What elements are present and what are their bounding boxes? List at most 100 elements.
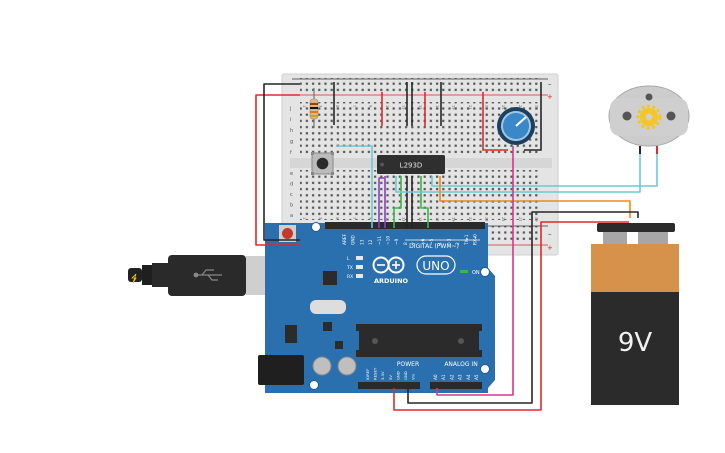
row-letter: d [290, 182, 293, 188]
digital-pin-label: GND [351, 234, 357, 245]
column-number: 19 [451, 105, 455, 109]
rail-plus-label: + [547, 93, 553, 101]
row-letter: e [290, 171, 293, 177]
resistor [309, 88, 319, 128]
potentiometer[interactable] [497, 107, 535, 145]
top-power-rail [300, 78, 540, 95]
power-pin-label: 3.3V [380, 371, 385, 380]
chip-label: L293D [400, 162, 423, 170]
power-pin-label: 5V [388, 375, 393, 380]
analog-label: ANALOG IN [444, 361, 477, 368]
column-number: 23 [485, 217, 489, 221]
rail-minus-label-bottom: – [548, 230, 552, 238]
column-number: 3 [319, 217, 323, 219]
column-number: 9 [368, 217, 372, 219]
column-number: 29 [534, 105, 538, 109]
row-letter: f [290, 150, 292, 156]
terminal-strip-bottom [300, 170, 540, 220]
digital-pin-label: 8 [403, 242, 409, 245]
column-numbers: 1133557799111113131515171719192121232325… [302, 105, 538, 221]
column-number: 23 [485, 105, 489, 109]
row-letter: j [289, 106, 291, 112]
digital-pin-label: ~6 [420, 238, 426, 245]
power-pin-label: GND [395, 371, 400, 380]
column-number: 7 [352, 105, 356, 107]
wire-purple-pin11 [378, 177, 384, 228]
wires [255, 83, 658, 411]
digital-label: DIGITAL (PWM~) [409, 243, 459, 250]
arduino-logo [372, 256, 405, 274]
status-led [356, 274, 363, 278]
power-header [358, 382, 420, 389]
usb-chip [323, 271, 337, 285]
row-letter: a [290, 213, 293, 219]
wire-magenta-pot [436, 146, 514, 396]
digital-pin-label: 13 [359, 239, 365, 245]
column-number: 17 [435, 217, 439, 221]
column-number: 25 [501, 217, 505, 221]
wire-cyan-pin12 [336, 145, 373, 228]
wire-red-bottom [393, 245, 542, 411]
digital-pin-label: ~10 [386, 236, 392, 245]
power-pin-label: IOREF [365, 369, 370, 380]
column-number: 1 [302, 217, 306, 219]
digital-pin-label: 2 [455, 242, 461, 245]
row-letter: c [290, 192, 293, 198]
column-number: 13 [402, 105, 406, 109]
column-number: 17 [435, 105, 439, 109]
usb-icon [193, 269, 222, 281]
wire-black-battery [531, 211, 639, 240]
digital-pin-label: ~11 [377, 236, 383, 245]
digital-pin-label: 12 [368, 239, 374, 245]
wire-black-bottom [407, 240, 533, 404]
column-number: 5 [335, 105, 339, 107]
wire-cyan-motor-a [395, 154, 641, 193]
column-number: 5 [335, 217, 339, 219]
status-led [356, 265, 363, 269]
analog-pin-label: A0 [433, 374, 438, 380]
column-number: 21 [468, 105, 472, 109]
wire-orange-vbat [439, 176, 631, 218]
column-number: 13 [402, 217, 406, 221]
digital-header [325, 222, 485, 229]
led-label: L [347, 256, 350, 262]
column-number: 27 [518, 217, 522, 221]
analog-pin-label: A4 [466, 374, 471, 380]
atmega-chip [356, 324, 482, 357]
column-number: 1 [302, 105, 306, 107]
dc-motor [608, 85, 690, 154]
power-jack [258, 355, 304, 385]
push-button[interactable] [311, 152, 334, 175]
row-letter: g [290, 139, 293, 145]
column-number: 25 [501, 105, 505, 109]
digital-pin-label: RX◂0 [473, 234, 479, 245]
column-number: 11 [385, 217, 389, 221]
digital-pin-label: 4 [438, 242, 444, 245]
wire-red-5v [255, 94, 300, 246]
reset-button[interactable] [279, 225, 296, 242]
gear-icon [636, 104, 662, 130]
column-number: 11 [385, 105, 389, 109]
digital-pin-label: AREF [342, 233, 348, 245]
column-number: 29 [534, 217, 538, 221]
column-number: 15 [418, 217, 422, 221]
wire-cyan-motor-b [431, 154, 658, 187]
rail-plus-label-bottom: + [547, 244, 553, 252]
rail-minus-label: – [548, 80, 552, 88]
digital-pin-label: ~9 [394, 238, 400, 245]
l293d-chip: L293D [377, 155, 445, 174]
analog-header [430, 382, 482, 389]
brand-label: ARDUINO [374, 277, 409, 285]
wire-black-gnd [263, 83, 300, 241]
row-letter: h [290, 128, 293, 134]
model-label: UNO [422, 259, 449, 273]
crystal [310, 300, 346, 314]
digital-pin-label: ~3 [446, 238, 452, 245]
column-number: 3 [319, 105, 323, 107]
regulator [285, 325, 297, 343]
